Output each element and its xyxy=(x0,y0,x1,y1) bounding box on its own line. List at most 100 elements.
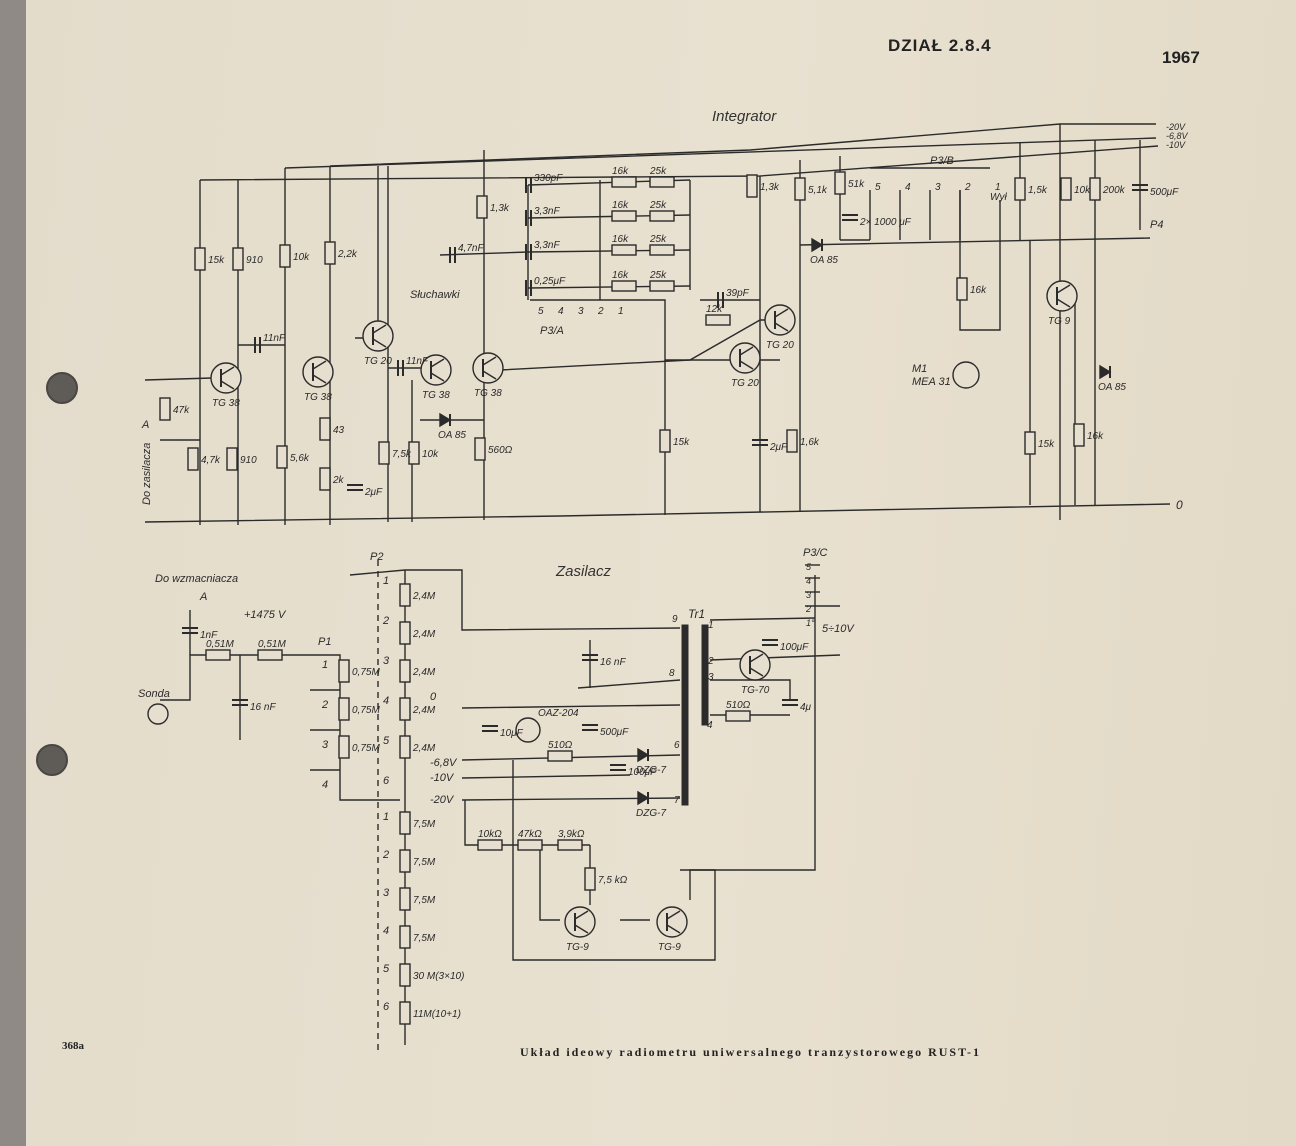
diode-symbol xyxy=(637,790,650,806)
resistor-label: 16k xyxy=(612,270,629,281)
resistor xyxy=(159,397,171,421)
resistor-label: 510Ω xyxy=(726,700,751,711)
resistor-label: 25k xyxy=(649,270,667,281)
resistor-label: 0,75M xyxy=(352,743,380,754)
resistor xyxy=(257,649,283,661)
meter-symbol xyxy=(952,361,980,389)
transistor-symbol xyxy=(764,304,796,336)
capacitor-label: 4μ xyxy=(800,702,812,713)
resistor-label: 10k xyxy=(293,252,310,263)
transistor-emitter xyxy=(220,380,235,390)
resistor-label: 0,51M xyxy=(258,639,286,650)
transistor-collector xyxy=(666,910,681,920)
resistor-label: 1,3k xyxy=(760,182,780,193)
transistor-collector xyxy=(749,653,764,663)
p2-position: 5 xyxy=(383,963,390,975)
switch-position-b: 4 xyxy=(905,182,911,193)
supply-output: -6,8V xyxy=(430,757,458,769)
resistor xyxy=(399,735,411,759)
resistor xyxy=(399,659,411,683)
capacitor-label: 500μF xyxy=(1150,187,1179,198)
p2-position: 5 xyxy=(383,735,390,747)
capacitor-label: 4,7nF xyxy=(458,243,484,254)
p3c-position: 3 xyxy=(806,590,811,600)
diode-label: OA 85 xyxy=(438,430,466,441)
capacitor-label: 1nF xyxy=(200,630,218,641)
meter-label: M1 xyxy=(912,363,927,375)
resistor-label: 2,4M xyxy=(412,629,436,640)
resistor xyxy=(1089,177,1101,201)
resistor-label: 5,1k xyxy=(808,185,828,196)
switch-p1-label: P1 xyxy=(318,636,331,648)
p2-position: 6 xyxy=(383,1001,390,1013)
transistor-label: TG-9 xyxy=(566,942,589,953)
resistor-label: 47kΩ xyxy=(518,829,542,840)
resistor xyxy=(399,925,411,949)
to-amplifier-label: Do wzmacniacza xyxy=(155,573,238,585)
resistor-label: 15k xyxy=(673,437,690,448)
resistor xyxy=(338,735,350,759)
diode-symbol xyxy=(637,747,650,763)
resistor xyxy=(187,447,199,471)
p1-position: 4 xyxy=(322,779,328,791)
resistor xyxy=(1060,177,1072,201)
resistor xyxy=(649,176,675,188)
transistor-symbol xyxy=(739,649,771,681)
capacitor-label: 39pF xyxy=(726,288,750,299)
resistor-label: 15k xyxy=(208,255,225,266)
resistor-label: 25k xyxy=(649,166,667,177)
resistor xyxy=(226,447,238,471)
section-number: DZIAŁ 2.8.4 xyxy=(888,36,992,55)
transistor-collector xyxy=(739,346,754,356)
resistor xyxy=(746,174,758,198)
transformer-pin: 2 xyxy=(707,656,714,667)
resistor-label: 200k xyxy=(1102,185,1126,196)
p1-position: 3 xyxy=(322,739,329,751)
resistor-label: 25k xyxy=(649,234,667,245)
transformer-pin: 4 xyxy=(707,720,713,731)
p2-position: 4 xyxy=(383,925,389,937)
resistor-label: 7,5M xyxy=(413,819,436,830)
wires-layer xyxy=(144,123,1171,1055)
resistor xyxy=(611,210,637,222)
resistor-label: 16k xyxy=(970,285,987,296)
resistor-label: 7,5k xyxy=(392,449,412,460)
probe-connector xyxy=(147,703,169,725)
resistor xyxy=(956,277,968,301)
resistor xyxy=(705,314,731,326)
p3c-position: 5 xyxy=(806,562,812,572)
integrator-title: Integrator xyxy=(712,108,777,125)
transistor-symbol xyxy=(302,356,334,388)
resistor xyxy=(276,445,288,469)
resistor-label: 2,4M xyxy=(412,743,436,754)
headphones-label: Słuchawki xyxy=(410,289,460,301)
resistor xyxy=(834,171,846,195)
transistor-label: TG 38 xyxy=(474,388,502,399)
resistor xyxy=(649,244,675,256)
resistor xyxy=(205,649,231,661)
switch-p3c-label: P3/C xyxy=(803,547,828,559)
resistor-label: 910 xyxy=(240,455,257,466)
p2-position: 6 xyxy=(383,775,390,787)
transistor-emitter xyxy=(1056,298,1071,308)
transistor-collector xyxy=(220,366,235,376)
resistor-label: 510Ω xyxy=(548,740,573,751)
to-supply-point: A xyxy=(141,419,149,431)
capacitor-label: 11nF xyxy=(263,333,286,344)
resistor-label: 7,5M xyxy=(413,933,436,944)
p2-position: 2 xyxy=(382,849,389,861)
resistor-label: 2,4M xyxy=(412,705,436,716)
switch-p2-label: P2 xyxy=(370,551,383,563)
resistor xyxy=(584,867,596,891)
resistor xyxy=(399,963,411,987)
switch-position-a: 3 xyxy=(578,306,584,317)
capacitor-label: 100μF xyxy=(628,767,657,778)
probe-label: Sonda xyxy=(138,688,170,700)
resistor xyxy=(399,583,411,607)
capacitor-label: 3,3nF xyxy=(534,240,560,251)
rail-label: -20V xyxy=(1166,122,1186,132)
resistor xyxy=(194,247,206,271)
resistor-label: 1,5k xyxy=(1028,185,1048,196)
transistor-emitter xyxy=(430,372,445,382)
resistor xyxy=(338,697,350,721)
